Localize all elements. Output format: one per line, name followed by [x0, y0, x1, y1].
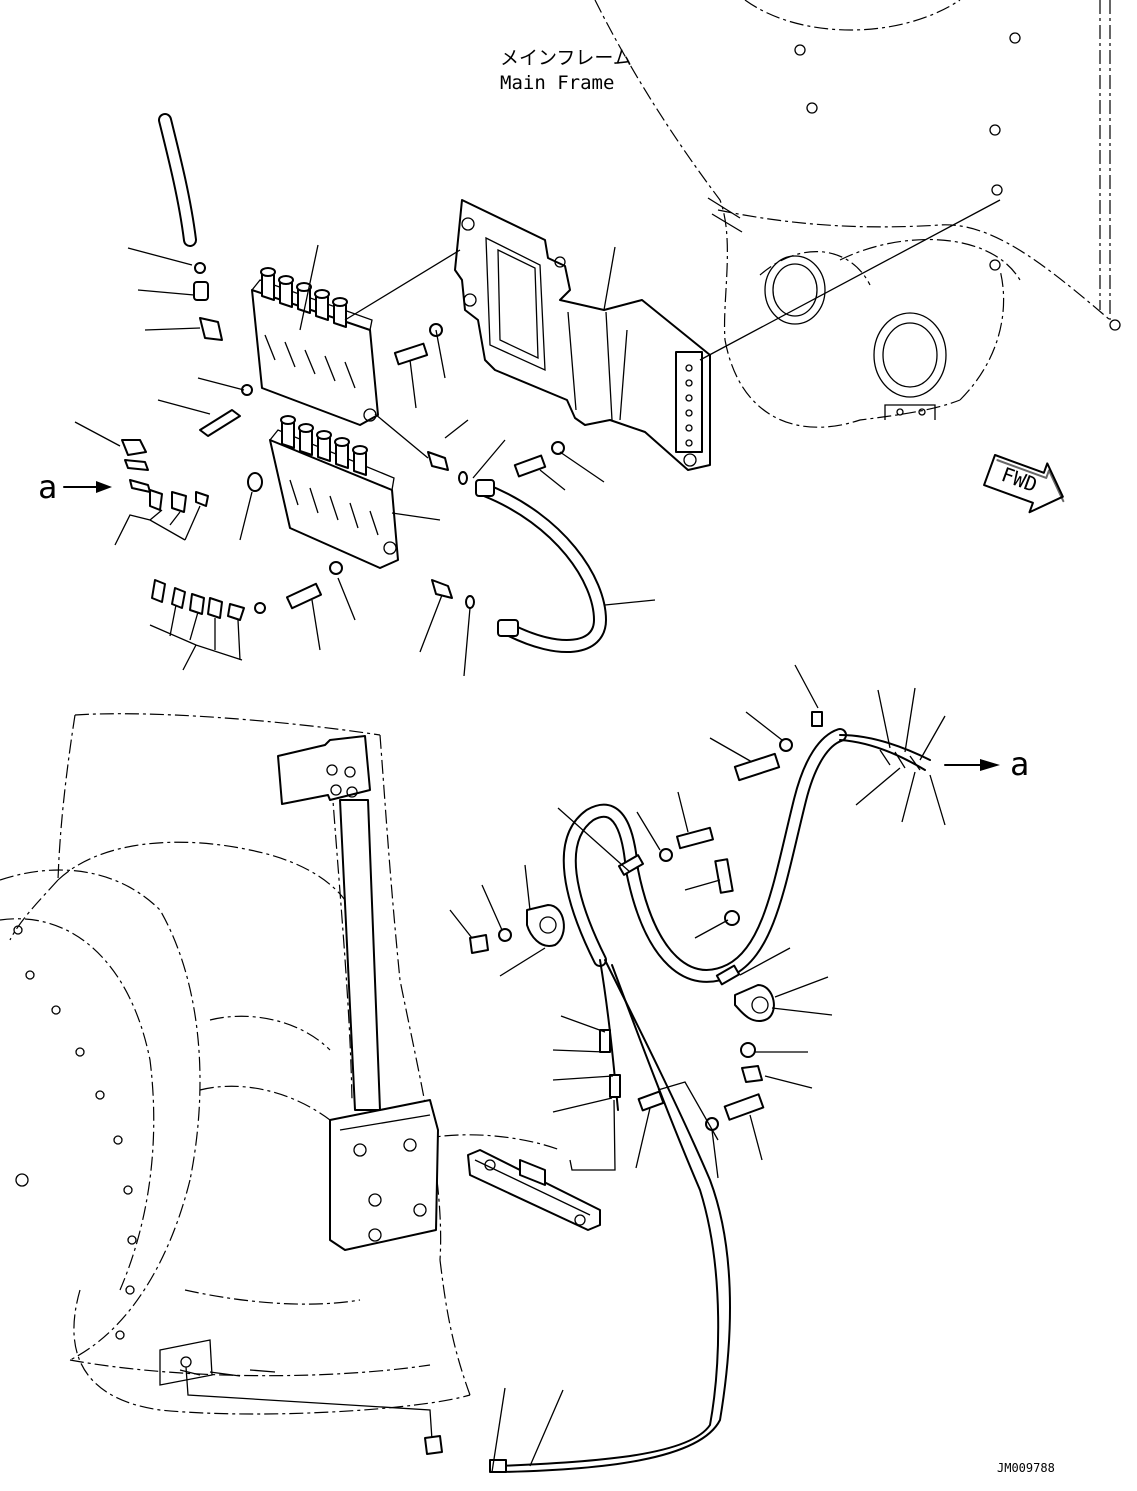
fittings-group	[121, 113, 565, 621]
fwd-arrow-icon	[983, 454, 1065, 514]
leader-lines-lower	[185, 664, 1000, 1473]
harness-fasteners	[469, 738, 793, 1131]
lower-distributor	[269, 415, 399, 569]
axle-housing-outline	[0, 713, 561, 1415]
lube-hose	[475, 479, 608, 653]
lube-bracket	[454, 199, 711, 471]
callout-a-left: a	[38, 468, 57, 506]
upper-distributor	[251, 267, 379, 426]
leader-lines-upper	[63, 199, 1001, 677]
callout-a-right: a	[1010, 745, 1029, 783]
drawing-code: JM009788	[997, 1461, 1055, 1475]
hose-bracket	[467, 1149, 601, 1231]
main-frame-outline	[594, 0, 1121, 428]
main-frame-label-jp: メインフレーム	[500, 47, 632, 69]
wire-harness	[489, 711, 931, 1473]
main-frame-label-en: Main Frame	[500, 72, 614, 94]
